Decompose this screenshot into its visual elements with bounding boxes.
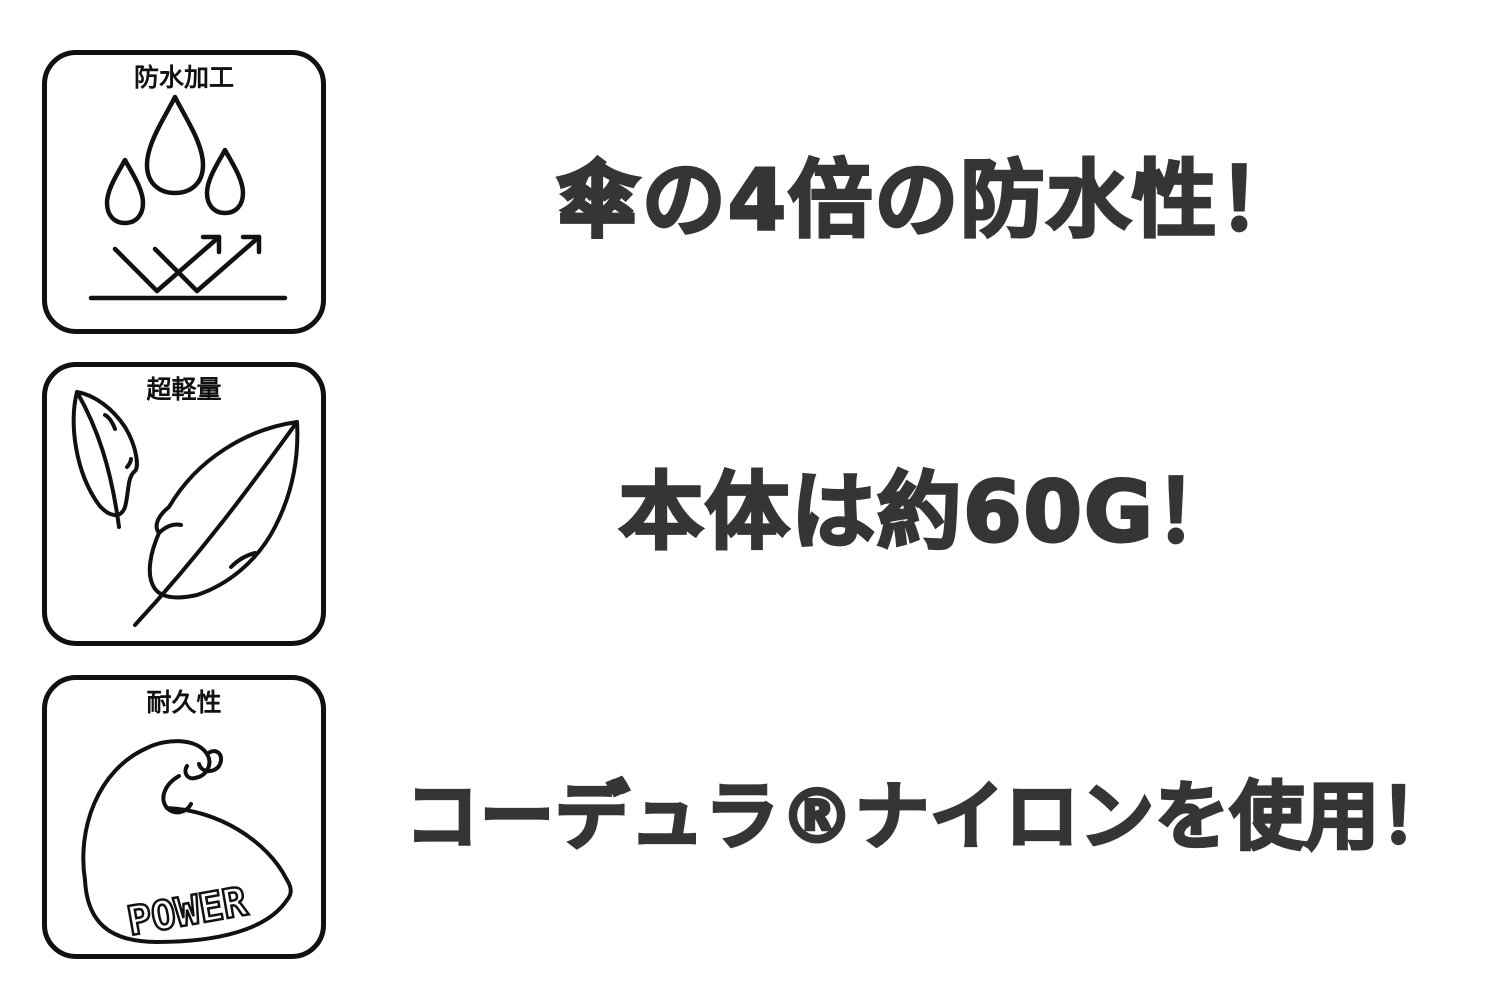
water-repellent-icon — [88, 94, 288, 301]
lightweight-badge-label: 超軽量 — [146, 375, 222, 404]
feather-icon — [71, 390, 300, 627]
waterproof-badge: 防水加工 — [42, 50, 326, 334]
headline-material: コーデュラ®ナイロンを使用！ — [404, 773, 1456, 862]
headline-weight: 本体は約60G！ — [618, 462, 1241, 563]
lightweight-badge: 超軽量 — [42, 362, 326, 646]
waterproof-badge-label: 防水加工 — [133, 63, 234, 92]
durability-badge-label: 耐久性 — [146, 688, 222, 717]
durability-badge: 耐久性 POWER — [42, 675, 326, 959]
power-arm-icon: POWER — [81, 739, 293, 946]
headline-waterproof: 傘の4倍の防水性！ — [554, 150, 1305, 251]
